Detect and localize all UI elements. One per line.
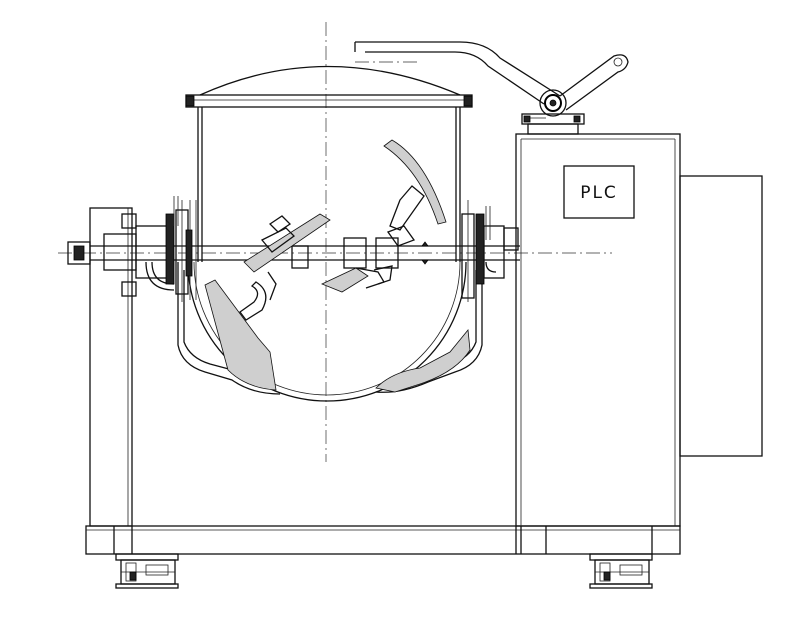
upper-right-paddle bbox=[383, 139, 447, 225]
center-hub bbox=[343, 237, 367, 269]
plc-panel bbox=[563, 165, 635, 219]
center-lower-paddle bbox=[320, 267, 369, 293]
control-cabinet: PLC bbox=[515, 133, 763, 527]
tie-rods bbox=[173, 196, 491, 300]
mixing-paddles bbox=[239, 139, 447, 321]
left-lower-paddle bbox=[204, 279, 277, 391]
agitator-shaft bbox=[67, 200, 520, 302]
left-pedestal bbox=[89, 207, 133, 527]
machine-frame bbox=[85, 207, 681, 555]
upper-left-paddle bbox=[243, 213, 331, 273]
left-foot bbox=[115, 553, 179, 589]
vessel-bottom-circle bbox=[187, 261, 467, 402]
right-foot bbox=[589, 553, 653, 589]
arm-pivot bbox=[539, 89, 567, 117]
mixing-vessel bbox=[185, 65, 473, 402]
plc-label: PLC bbox=[580, 183, 618, 203]
vessel-cradle bbox=[177, 262, 483, 395]
vessel-lid-flange bbox=[185, 94, 473, 108]
vessel-lid-dome bbox=[199, 65, 461, 96]
side-box bbox=[679, 175, 763, 457]
right-lower-paddle bbox=[375, 328, 471, 393]
arm-lower-edge bbox=[365, 51, 545, 105]
lid-lifting-arm bbox=[354, 41, 629, 135]
arm-upper-edge bbox=[355, 41, 561, 97]
base-plate bbox=[85, 525, 681, 555]
center-lines bbox=[58, 22, 612, 462]
